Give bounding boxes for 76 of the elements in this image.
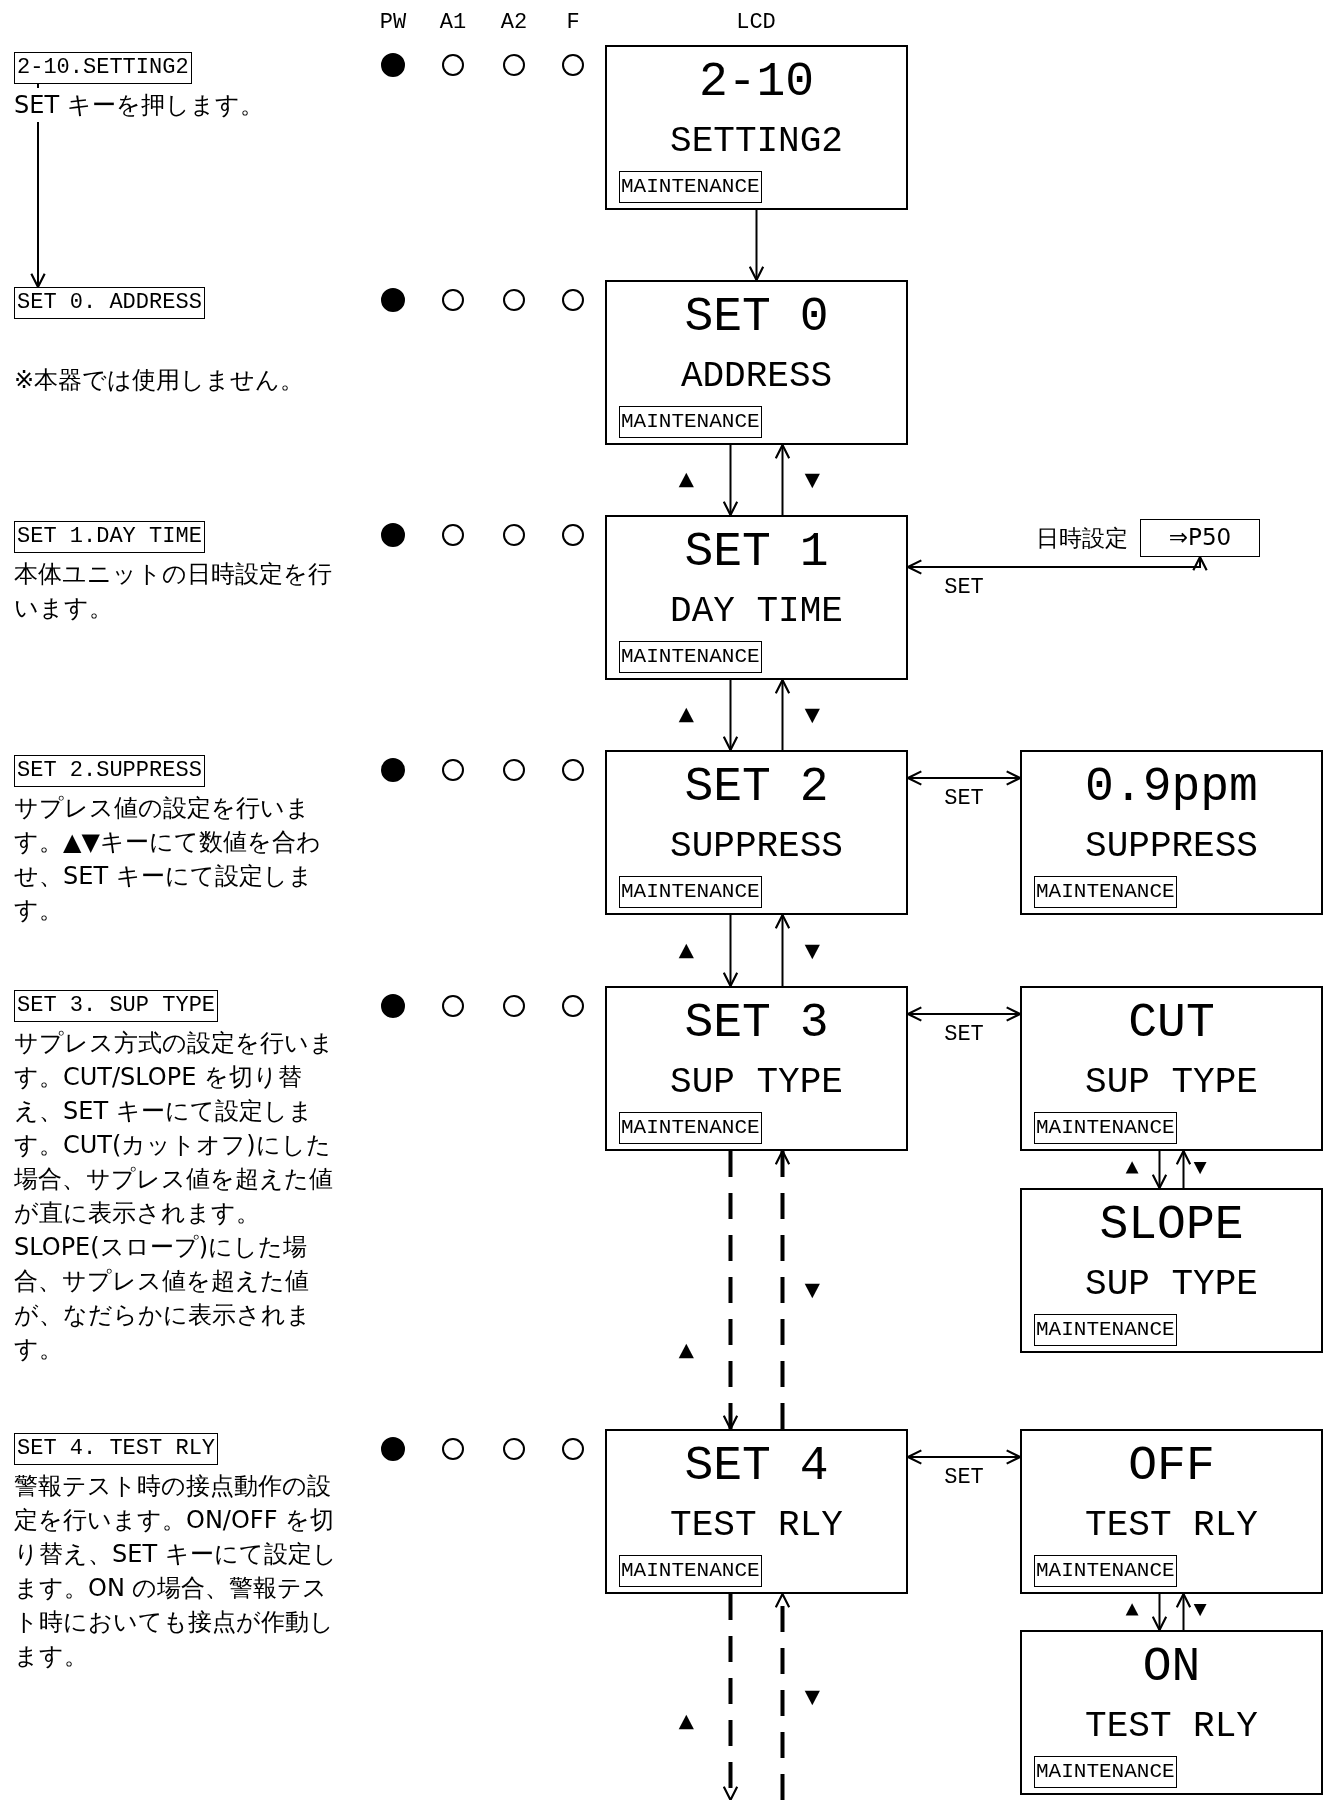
lcd-text: SET 3 — [683, 995, 830, 1052]
arrow — [906, 770, 1022, 786]
step-heading: SET 0. ADDRESS — [14, 287, 205, 319]
arrow — [722, 444, 739, 517]
arrow — [1175, 1592, 1192, 1631]
status-tag: MAINTENANCE — [1034, 876, 1177, 908]
lcd-text: DAY TIME — [669, 590, 844, 634]
step-heading: SET 4. TEST RLY — [14, 1433, 219, 1465]
arrow — [722, 914, 739, 988]
lcd-screen — [1020, 1429, 1323, 1594]
status-tag: MAINTENANCE — [619, 1112, 762, 1144]
status-tag: MAINTENANCE — [1034, 1555, 1177, 1587]
lcd-screen — [1020, 986, 1323, 1151]
lcd-text: 0.9ppm — [1084, 759, 1259, 816]
lcd-screen — [605, 45, 908, 210]
lcd-text: 2-10 — [697, 54, 816, 111]
step-heading: SET 2.SUPPRESS — [14, 755, 205, 787]
lcd-text: SET 4 — [683, 1438, 830, 1495]
lcd-screen — [605, 515, 908, 680]
arrow — [906, 555, 1208, 575]
lcd-text: SUP TYPE — [1084, 1263, 1259, 1307]
lcd-text: TEST RLY — [1084, 1705, 1259, 1749]
arrow — [1151, 1150, 1168, 1190]
lcd-screen — [605, 1429, 908, 1594]
lcd-text: SLOPE — [1098, 1197, 1245, 1254]
column-header: LCD — [736, 10, 776, 35]
lcd-screen — [1020, 750, 1323, 915]
lcd-text: SUPPRESS — [669, 825, 844, 869]
arrow — [774, 1149, 791, 1429]
lcd-screen — [605, 986, 908, 1151]
lcd-text: SET 2 — [683, 759, 830, 816]
status-tag: MAINTENANCE — [1034, 1314, 1177, 1346]
step-heading: SET 1.DAY TIME — [14, 521, 205, 553]
arrow — [748, 209, 765, 282]
arrow — [906, 1449, 1022, 1465]
status-tag: MAINTENANCE — [619, 1555, 762, 1587]
arrow — [906, 1006, 1022, 1022]
lcd-text: TEST RLY — [669, 1504, 844, 1548]
reference-text: 日時設定 — [1036, 524, 1128, 553]
lcd-text: SUP TYPE — [669, 1061, 844, 1105]
step-heading: 2-10.SETTING2 — [14, 52, 192, 84]
status-tag: MAINTENANCE — [619, 406, 762, 438]
arrow — [774, 678, 791, 751]
lcd-screen — [605, 750, 908, 915]
lcd-text: SUP TYPE — [1084, 1061, 1259, 1105]
lcd-text: SETTING2 — [669, 120, 844, 164]
lcd-text: ADDRESS — [679, 355, 834, 399]
lcd-screen — [605, 280, 908, 445]
column-header: F — [566, 10, 580, 35]
status-tag: MAINTENANCE — [1034, 1756, 1177, 1788]
column-header: A2 — [500, 10, 528, 35]
lcd-text: TEST RLY — [1084, 1504, 1259, 1548]
page-reference: ⇒P50 — [1140, 519, 1260, 557]
step-heading: SET 3. SUP TYPE — [14, 990, 219, 1022]
arrow — [774, 1592, 791, 1800]
arrow — [774, 443, 791, 516]
lcd-screen — [1020, 1630, 1323, 1795]
arrow — [774, 913, 791, 987]
status-tag: MAINTENANCE — [619, 171, 762, 203]
status-tag: MAINTENANCE — [619, 641, 762, 673]
arrow — [722, 679, 739, 752]
column-header: A1 — [439, 10, 467, 35]
column-header: PW — [379, 10, 407, 35]
status-tag: MAINTENANCE — [1034, 1112, 1177, 1144]
lcd-text: SUPPRESS — [1084, 825, 1259, 869]
arrow — [1175, 1149, 1192, 1189]
lcd-text: SET 1 — [683, 524, 830, 581]
arrow — [722, 1151, 739, 1431]
arrow — [722, 1594, 739, 1800]
lcd-text: SET 0 — [683, 289, 830, 346]
lcd-text: OFF — [1127, 1438, 1216, 1495]
lcd-text: ON — [1141, 1639, 1202, 1696]
lcd-text: CUT — [1127, 995, 1216, 1052]
arrow — [1151, 1593, 1168, 1632]
status-tag: MAINTENANCE — [619, 876, 762, 908]
lcd-screen — [1020, 1188, 1323, 1353]
